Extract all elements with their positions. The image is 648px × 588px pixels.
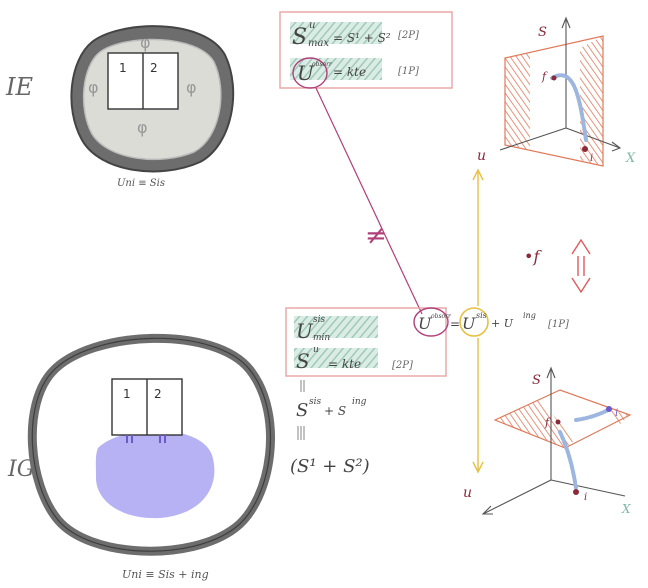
u-axis-label: u (477, 148, 486, 164)
entropy-decomposition: S sis + S ing (S¹ + S²) (290, 380, 370, 477)
i-label: i (590, 153, 593, 164)
phi-left: φ (88, 78, 99, 97)
point-i (582, 146, 588, 152)
s-axis-label: S (532, 373, 541, 388)
eq2-sup: obsorr (312, 61, 333, 68)
box-1-label: 1 (119, 61, 127, 75)
mid: U (462, 314, 476, 333)
yellow-link-arrow (472, 168, 484, 474)
case-label-ie: IE (5, 73, 33, 101)
plus-s: + S (324, 404, 346, 418)
phi-right: φ (186, 78, 197, 97)
s-ing-sup: ing (352, 397, 367, 407)
u-axis-label: u (463, 485, 472, 501)
point-f (555, 419, 561, 425)
box-border (279, 11, 453, 89)
x-axis (550, 479, 626, 497)
s1-plus-s2: (S¹ + S²) (290, 456, 370, 477)
i-label-lower: i (584, 492, 587, 503)
circle-u-obs (292, 57, 328, 89)
box-2-label: 2 (154, 387, 162, 401)
top-3d-plot: S u X f i (477, 16, 636, 167)
not-equal-sign: ≠ (365, 221, 387, 251)
hatch-1 (290, 22, 382, 44)
box-border (285, 307, 447, 377)
tag: [1P] (548, 319, 569, 330)
x-axis (565, 127, 621, 149)
eq2-rhs: = kte (333, 65, 366, 79)
equivalence-double-arrow (571, 238, 591, 294)
ingredient-region (95, 430, 215, 519)
lhs: U (418, 314, 432, 333)
point-i-upper (606, 406, 612, 412)
connector-line (315, 87, 423, 315)
eq2-lhs: S (296, 349, 310, 373)
outer-wall-edge (31, 337, 272, 552)
lhs-sup: obsorr (431, 313, 452, 320)
eq1-sup: sis (313, 315, 325, 325)
plus-sup: ing (523, 311, 536, 320)
circle-u-sis (459, 307, 489, 337)
u-axis (482, 479, 552, 515)
eq1-sup: u (309, 20, 315, 31)
box-1-label: 1 (123, 387, 131, 401)
isolated-system-diagram: 1 2 φ φ φ φ (70, 25, 235, 173)
box-2-label: 2 (150, 61, 158, 75)
phi-bottom: φ (137, 118, 148, 137)
bottom-3d-plot: S u X f i i (463, 366, 632, 516)
hatch-2 (290, 58, 382, 80)
eq1-tag: [2P] (398, 30, 419, 41)
eq2-tag: [2P] (392, 360, 413, 371)
plane-hatch (505, 52, 530, 150)
point-f (551, 75, 557, 81)
eq2-lhs: U (297, 61, 315, 85)
f-label: f (541, 70, 548, 83)
f-label: f (544, 416, 551, 429)
hatch-1 (294, 316, 378, 338)
eq1-lhs: U (296, 319, 314, 343)
process-curve (550, 73, 588, 142)
eq1-sub: max (308, 38, 329, 49)
hatch-2 (294, 348, 378, 368)
right-equation: U obsorr = U sis + U ing [1P] (413, 307, 569, 337)
plus-u: + U (491, 317, 514, 330)
eq1-rhs: = S¹ + S² (333, 31, 391, 45)
eq2-rhs: = kte (328, 357, 361, 371)
point-i-lower (573, 489, 579, 495)
u-axis (499, 127, 567, 151)
circle-u-obs-right (413, 307, 449, 337)
mid-sup: sis (476, 311, 487, 320)
caption-ig: Uni ≡ Sis + ing (122, 568, 209, 581)
connection-pins (126, 435, 166, 443)
process-curve-lower (558, 430, 578, 490)
s-sis: S (296, 400, 308, 421)
eq1-sub: min (313, 333, 330, 343)
eq2-sup: u (313, 345, 319, 355)
plane-hatch-right (610, 410, 630, 424)
process-curve-upper (574, 408, 610, 422)
s-sis-sup: sis (309, 397, 321, 407)
x-axis-label: X (621, 502, 631, 516)
bottom-equation-box: U sis min S u = kte [2P] (285, 307, 447, 377)
top-equation-box: S u max = S¹ + S² [2P] U obsorr = kte [1… (279, 11, 453, 89)
eq1-lhs: S (292, 25, 307, 50)
i-label-upper: i (615, 408, 618, 419)
equals: = (450, 317, 460, 331)
f-point-label: •f (524, 247, 542, 266)
s-axis-label: S (538, 25, 547, 40)
x-axis-label: X (625, 151, 636, 166)
eq2-tag: [1P] (398, 66, 419, 77)
phi-top: φ (140, 33, 151, 52)
caption-ie: Uni ≡ Sis (117, 178, 165, 189)
ig-system-diagram: 1 2 (27, 333, 275, 556)
plane-hatch (495, 400, 575, 448)
